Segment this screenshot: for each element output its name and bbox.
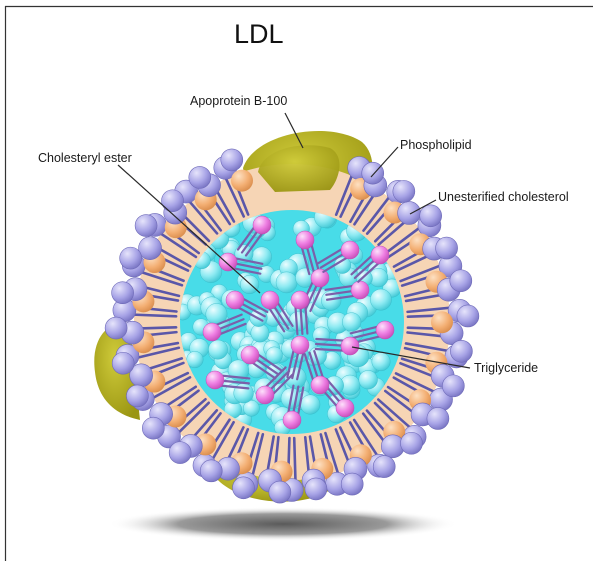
label-unesterified-cholesterol: Unesterified cholesterol	[438, 190, 569, 204]
phospholipid-head	[189, 166, 211, 188]
glycerol-head	[376, 321, 394, 339]
core-sphere	[342, 313, 361, 332]
glycerol-head	[341, 337, 359, 355]
glycerol-head	[296, 231, 314, 249]
floor-shadow	[108, 507, 458, 541]
phospholipid-head	[305, 478, 327, 500]
phospholipid-head	[126, 385, 148, 407]
phospholipid-head	[105, 317, 127, 339]
glycerol-head	[291, 336, 309, 354]
phospholipid-head	[362, 162, 384, 184]
phospholipid-head	[135, 215, 157, 237]
glycerol-head	[226, 291, 244, 309]
phospholipid-head	[450, 340, 472, 362]
label-phospholipid: Phospholipid	[400, 138, 472, 152]
phospholipid-head	[269, 481, 291, 503]
glycerol-head	[341, 241, 359, 259]
phospholipid-head	[420, 205, 442, 227]
glycerol-head	[253, 216, 271, 234]
glycerol-head	[261, 291, 279, 309]
glycerol-head	[371, 246, 389, 264]
glycerol-head	[291, 291, 309, 309]
glycerol-head	[351, 281, 369, 299]
glycerol-head	[219, 253, 237, 271]
core-sphere	[359, 370, 378, 389]
core-sphere	[187, 351, 204, 368]
glycerol-head	[241, 346, 259, 364]
phospholipid-head	[232, 477, 254, 499]
glycerol-head	[206, 371, 224, 389]
phospholipid-head	[200, 460, 222, 482]
phospholipid-head	[112, 352, 134, 374]
unesterified-cholesterol	[231, 170, 253, 192]
core-sphere	[313, 327, 330, 344]
phospholipid-head	[341, 473, 363, 495]
label-apoprotein: Apoprotein B-100	[190, 94, 287, 108]
core-sphere	[372, 352, 390, 370]
phospholipid-head	[221, 149, 243, 171]
phospholipid-head	[398, 201, 421, 224]
phospholipid-head	[142, 417, 164, 439]
phospholipid-head	[427, 407, 449, 429]
glycerol-head	[311, 269, 329, 287]
core-sphere	[300, 395, 320, 415]
phospholipid-head	[442, 375, 464, 397]
label-cholesteryl-ester: Cholesteryl ester	[38, 151, 132, 165]
phospholipid-head	[162, 190, 184, 212]
glycerol-head	[283, 411, 301, 429]
phospholipid-head	[373, 456, 395, 478]
glycerol-head	[336, 399, 354, 417]
phospholipid-head	[450, 270, 472, 292]
glycerol-head	[203, 323, 221, 341]
diagram-title: LDL	[234, 19, 284, 49]
phospholipid-head	[436, 237, 458, 259]
phospholipid-head	[112, 282, 134, 304]
core-sphere	[276, 272, 297, 293]
phospholipid-head	[139, 237, 162, 260]
phospholipid-head	[169, 442, 191, 464]
label-triglyceride: Triglyceride	[474, 361, 538, 375]
phospholipid-head	[400, 432, 422, 454]
phospholipid-head	[457, 305, 479, 327]
core-sphere	[208, 340, 227, 359]
glycerol-head	[256, 386, 274, 404]
unesterified-cholesterol	[431, 311, 453, 333]
phospholipid-head	[393, 180, 415, 202]
glycerol-head	[311, 376, 329, 394]
core-sphere	[370, 289, 391, 310]
phospholipid-head	[120, 247, 142, 269]
leader-phospholipid	[371, 147, 398, 177]
